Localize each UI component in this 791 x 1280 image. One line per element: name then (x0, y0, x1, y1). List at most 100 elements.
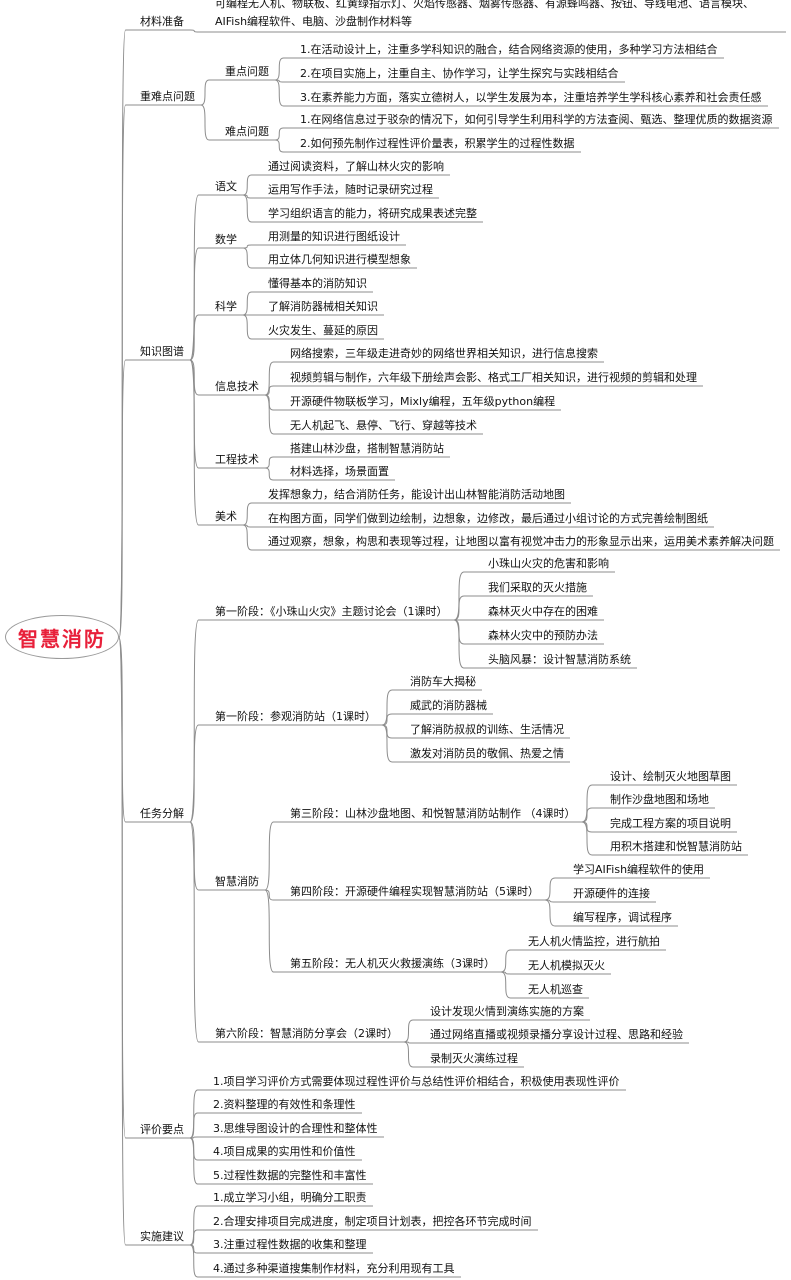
leaf-node[interactable]: 发挥想象力，结合消防任务，能设计出山林智能消防活动地图 (268, 488, 565, 501)
leaf-node[interactable]: 森林灭火中存在的困难 (488, 605, 598, 618)
leaf-node[interactable]: 运用写作手法，随时记录研究过程 (268, 183, 433, 196)
leaf-node[interactable]: 5.过程性数据的完整性和丰富性 (213, 1169, 367, 1182)
leaf-node[interactable]: 在构图方面，同学们做到边绘制，边想象，边修改，最后通过小组讨论的方式完善绘制图纸 (268, 512, 708, 525)
topic-node[interactable]: 第六阶段：智慧消防分享会（2课时） (215, 1027, 398, 1040)
leaf-node[interactable]: 威武的消防器械 (410, 699, 487, 712)
leaf-node[interactable]: 4.通过多种渠道搜集制作材料，充分利用现有工具 (213, 1262, 455, 1275)
leaf-node[interactable]: 1.在网络信息过于驳杂的情况下，如何引导学生利用科学的方法查阅、甄选、整理优质的… (300, 113, 773, 126)
branch-node[interactable]: 任务分解 (140, 807, 184, 820)
leaf-node[interactable]: 学习组织语言的能力，将研究成果表述完整 (268, 207, 477, 220)
connector-line (264, 889, 282, 901)
topic-node[interactable]: 美术 (215, 510, 237, 523)
branch-node[interactable]: 材料准备 (140, 15, 184, 28)
leaf-node[interactable]: 无人机火情监控，进行航拍 (528, 935, 660, 948)
connector-line (264, 361, 282, 396)
leaf-node[interactable]: 编写程序，调试程序 (573, 911, 672, 924)
connector-line (264, 394, 282, 435)
topic-node[interactable]: 重点问题 (225, 65, 269, 78)
connector-line (189, 1229, 205, 1246)
connector-line (274, 139, 292, 153)
leaf-node[interactable]: 通过观察，想象，构思和表现等过程，让地图以富有视觉冲击力的形象显示出来，运用美术… (268, 535, 774, 548)
topic-node[interactable]: 第三阶段：山林沙盘地图、和悦智慧消防站制作 （4课时） (290, 807, 576, 820)
leaf-node[interactable]: 搭建山林沙盘，搭制智慧消防站 (290, 442, 444, 455)
connector-line (189, 359, 207, 469)
topic-node[interactable]: 数学 (215, 233, 237, 246)
leaf-node[interactable]: 网络搜索，三年级走进奇妙的网络世界相关知识，进行信息搜索 (290, 347, 598, 360)
leaf-node[interactable]: 视频剪辑与制作，六年级下册绘声会影、格式工厂相关知识，进行视频的剪辑和处理 (290, 371, 697, 384)
branch-node[interactable]: 知识图谱 (140, 345, 184, 358)
connector-line (189, 194, 207, 361)
topic-node[interactable]: 智慧消防 (215, 875, 259, 888)
leaf-node[interactable]: 消防车大揭秘 (410, 675, 476, 688)
leaf-node[interactable]: 了解消防叔叔的训练、生活情况 (410, 723, 564, 736)
connector-line (189, 314, 207, 361)
topic-node[interactable]: 第一阶段：《小珠山火灾》主题讨论会（1课时） (215, 605, 448, 618)
leaf-node[interactable]: 录制灭火演练过程 (430, 1052, 518, 1065)
topic-node[interactable]: 第四阶段：开源硬件编程实现智慧消防站（5课时） (290, 885, 539, 898)
root-node[interactable]: 智慧消防 (5, 615, 119, 659)
leaf-node[interactable]: 2.如何预先制作过程性评价量表，积累学生的过程性数据 (300, 137, 575, 150)
leaf-node[interactable]: 无人机模拟灭火 (528, 959, 605, 972)
leaf-node[interactable]: 2.在项目实施上，注重自主、协作学习，让学生探究与实践相结合 (300, 67, 619, 80)
leaf-node[interactable]: 用立体几何知识进行模型想象 (268, 253, 411, 266)
leaf-node[interactable]: 1.在活动设计上，注重多学科知识的融合，结合网络资源的使用，多种学习方法相结合 (300, 43, 718, 56)
leaf-node[interactable]: 开源硬件的连接 (573, 887, 650, 900)
leaf-node[interactable]: 4.项目成果的实用性和价值性 (213, 1145, 356, 1158)
leaf-node[interactable]: 用测量的知识进行图纸设计 (268, 230, 400, 243)
connector-line (242, 174, 260, 196)
leaf-node[interactable]: 可编程无人机、物联板、红黄绿指示灯、火焰传感器、烟雾传感器、有源蜂鸣器、按钮、导… (215, 0, 754, 28)
connector-line (189, 29, 207, 33)
connector-line (381, 689, 402, 726)
connector-line (381, 713, 402, 726)
connector-line (118, 29, 132, 639)
topic-node[interactable]: 信息技术 (215, 380, 259, 393)
leaf-node[interactable]: 用积木搭建和悦智慧消防站 (610, 840, 742, 853)
connector-line (453, 571, 480, 621)
leaf-node[interactable]: 材料选择，场景面置 (290, 465, 389, 478)
leaf-node[interactable]: 设计发现火情到演练实施的方案 (430, 1005, 584, 1018)
branch-node[interactable]: 重难点问题 (140, 90, 195, 103)
leaf-node[interactable]: 激发对消防员的敬佩、热爱之情 (410, 747, 564, 760)
leaf-node[interactable]: 小珠山火灾的危害和影响 (488, 557, 609, 570)
topic-node[interactable]: 语文 (215, 180, 237, 193)
branch-node[interactable]: 评价要点 (140, 1123, 184, 1136)
leaf-node[interactable]: 1.项目学习评价方式需要体现过程性评价与总结性评价相结合，积极使用表现性评价 (213, 1075, 620, 1088)
leaf-node[interactable]: 森林火灾中的预防办法 (488, 629, 598, 642)
branch-node[interactable]: 实施建议 (140, 1230, 184, 1243)
leaf-node[interactable]: 2.资料整理的有效性和条理性 (213, 1098, 356, 1111)
leaf-node[interactable]: 开源硬件物联板学习，Mixly编程，五年级python编程 (290, 395, 556, 408)
topic-node[interactable]: 第五阶段：无人机灭火救援演练（3课时） (290, 957, 495, 970)
leaf-node[interactable]: 学习AIFish编程软件的使用 (573, 863, 705, 876)
leaf-node[interactable]: 设计、绘制灭火地图草图 (610, 770, 731, 783)
leaf-node[interactable]: 无人机起飞、悬停、飞行、穿越等技术 (290, 419, 477, 432)
connector-line (242, 291, 260, 316)
topic-node[interactable]: 科学 (215, 300, 237, 313)
leaf-node[interactable]: 2.合理安排项目完成进度，制定项目计划表，把控各环节完成时间 (213, 1215, 532, 1228)
leaf-node[interactable]: 无人机巡查 (528, 983, 583, 996)
leaf-node[interactable]: 头脑风暴：设计智慧消防系统 (488, 653, 631, 666)
leaf-node[interactable]: 3.思维导图设计的合理性和整体性 (213, 1122, 378, 1135)
leaf-node[interactable]: 通过网络直播或视频录播分享设计过程、思路和经验 (430, 1028, 683, 1041)
leaf-node[interactable]: 了解消防器械相关知识 (268, 300, 378, 313)
leaf-node[interactable]: 1.成立学习小组，明确分工职责 (213, 1191, 367, 1204)
connector-line (242, 194, 260, 223)
leaf-node[interactable]: 3.注重过程性数据的收集和整理 (213, 1238, 367, 1251)
connector-line (264, 385, 282, 396)
connector-line (189, 247, 207, 361)
connector-line (403, 1019, 422, 1043)
leaf-node[interactable]: 懂得基本的消防知识 (268, 277, 367, 290)
leaf-node[interactable]: 我们采取的灭火措施 (488, 581, 587, 594)
leaf-node[interactable]: 3.在素养能力方面，落实立德树人，以学生发展为本，注重培养学生学科核心素养和社会… (300, 91, 762, 104)
leaf-node[interactable]: 火灾发生、蔓延的原因 (268, 324, 378, 337)
connector-line (242, 247, 260, 269)
topic-node[interactable]: 工程技术 (215, 453, 259, 466)
connector-line (189, 1112, 205, 1139)
connector-line (403, 1041, 422, 1068)
connector-line (264, 821, 282, 891)
leaf-node[interactable]: 完成工程方案的项目说明 (610, 817, 731, 830)
leaf-node[interactable]: 制作沙盘地图和场地 (610, 793, 709, 806)
leaf-node[interactable]: 通过阅读资料，了解山林火灾的影响 (268, 160, 444, 173)
connector-line (189, 821, 207, 1043)
topic-node[interactable]: 第一阶段：参观消防站（1课时） (215, 710, 376, 723)
topic-node[interactable]: 难点问题 (225, 125, 269, 138)
